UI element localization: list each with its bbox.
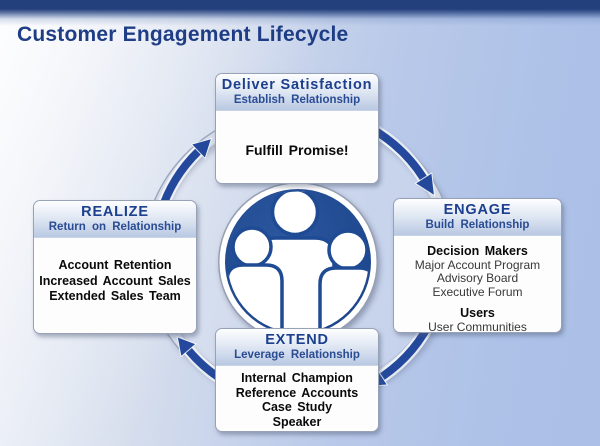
card-line: Reference Accounts	[235, 385, 359, 400]
card-title: ENGAGE	[443, 202, 512, 218]
card-header: Deliver Satisfaction Establish Relations…	[216, 74, 378, 111]
card-subtitle: Build Relationship	[425, 219, 530, 231]
card-line: Speaker	[272, 414, 322, 429]
card-body: Decision Makers Major Account Program Ad…	[394, 236, 561, 333]
customer-emblem	[216, 180, 380, 344]
card-line: Internal Champion	[241, 371, 353, 385]
card-line: Extended Sales Team	[49, 289, 181, 303]
card-header: ENGAGE Build Relationship	[394, 199, 561, 236]
stage-card-deliver-satisfaction: Deliver Satisfaction Establish Relations…	[215, 73, 379, 184]
card-title: REALIZE	[81, 204, 149, 220]
card-line: Major Account Program	[414, 257, 541, 272]
card-header: EXTEND Leverage Relationship	[216, 329, 378, 366]
card-header: REALIZE Return on Relationship	[34, 201, 196, 238]
card-body: Internal Champion Reference Accounts Cas…	[216, 366, 378, 429]
card-subtitle: Return on Relationship	[48, 221, 182, 233]
card-line: Fulfill Promise!	[245, 142, 349, 158]
card-title: Deliver Satisfaction	[221, 77, 373, 93]
card-subtitle: Leverage Relationship	[234, 349, 360, 361]
people-group-icon	[218, 182, 378, 342]
card-line: Users	[460, 306, 495, 320]
card-subtitle: Establish Relationship	[233, 94, 361, 106]
page-title: Customer Engagement Lifecycle	[17, 23, 349, 46]
card-body: Fulfill Promise!	[216, 111, 378, 158]
stage-card-extend: EXTEND Leverage Relationship Internal Ch…	[215, 328, 379, 432]
card-line: Executive Forum	[432, 284, 523, 299]
card-title: EXTEND	[265, 332, 329, 348]
card-body: Account Retention Increased Account Sale…	[34, 238, 196, 305]
card-line: Case Study	[261, 400, 333, 414]
stage-card-engage: ENGAGE Build Relationship Decision Maker…	[393, 198, 562, 333]
card-line: Decision Makers	[427, 244, 528, 258]
top-accent-bar	[0, 0, 600, 26]
card-line: Increased Account Sales	[39, 273, 191, 288]
card-line: Account Retention	[58, 258, 172, 272]
stage-card-realize: REALIZE Return on Relationship Account R…	[33, 200, 197, 334]
card-line: Advisory Board	[436, 271, 519, 285]
card-line: User Communities	[428, 319, 527, 333]
